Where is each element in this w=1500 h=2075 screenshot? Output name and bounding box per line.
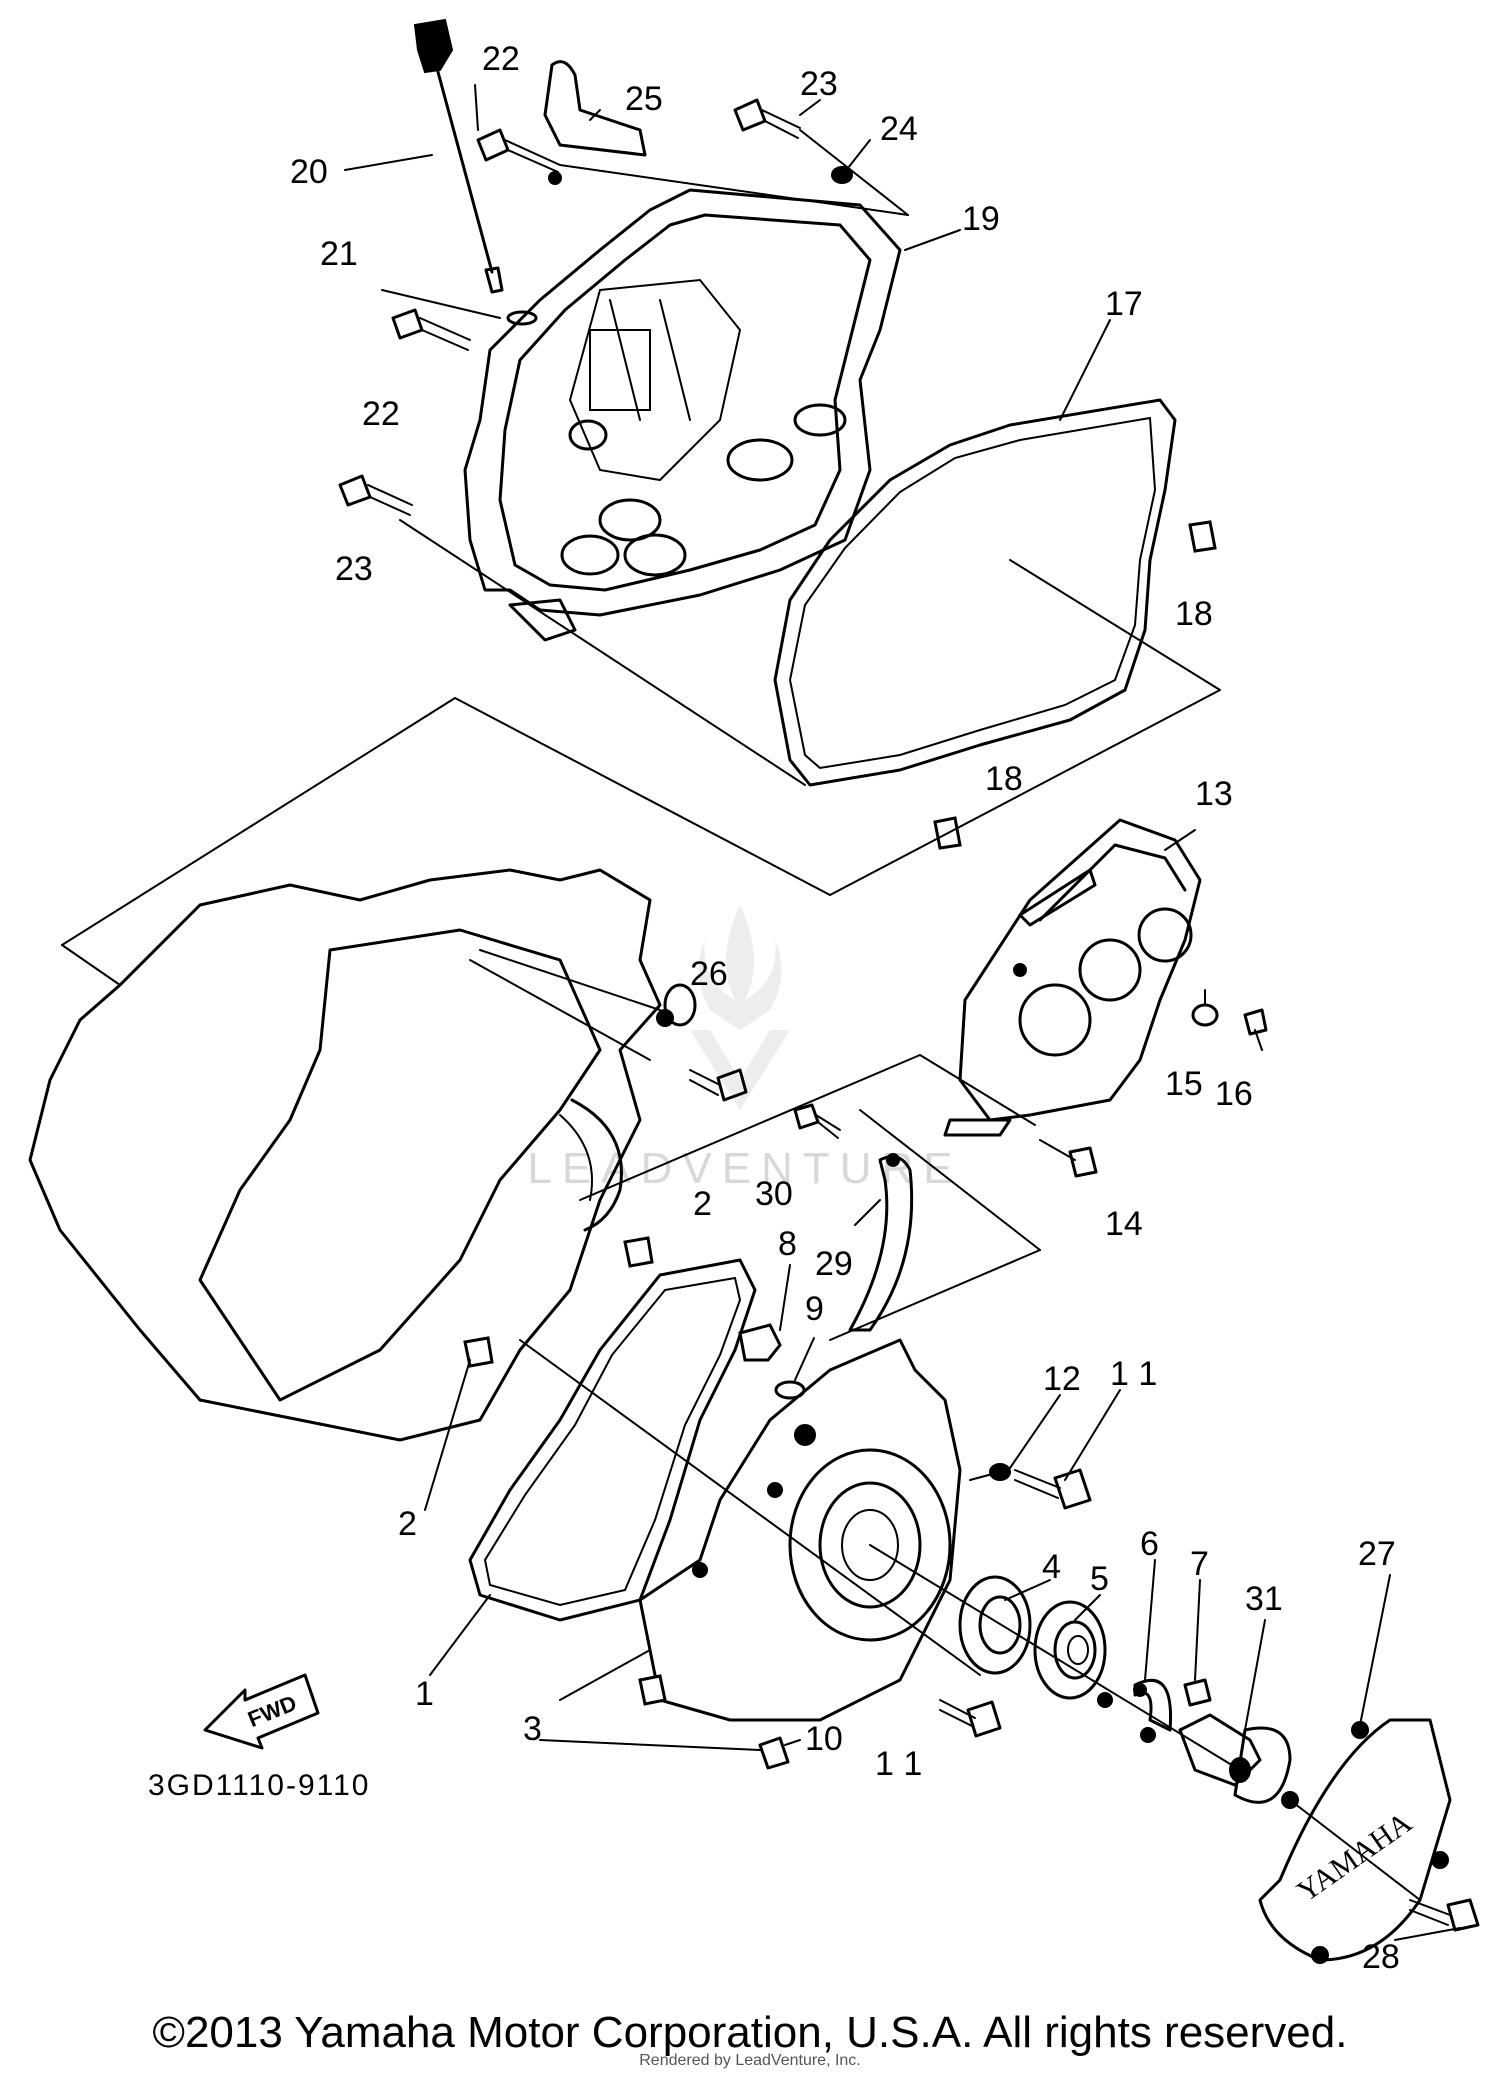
dowel-pin <box>1188 520 1217 553</box>
leader-lines <box>539 1471 1421 1901</box>
part-label-4: 4 <box>1042 1548 1061 1586</box>
cover-gasket <box>773 398 1177 787</box>
part-label-24: 24 <box>880 110 918 148</box>
crankcase-cover-right <box>463 188 902 642</box>
diagram-code: 3GD1110-9110 <box>148 1769 370 1802</box>
shift-shaft-housing <box>1178 1713 1292 1804</box>
part-label-22: 22 <box>482 40 520 78</box>
part-label-10: 10 <box>805 1720 843 1758</box>
part-label-8: 8 <box>778 1225 797 1263</box>
bolt <box>758 1736 801 1770</box>
drive-sprocket-cover <box>943 818 1202 1137</box>
watermark-logo <box>690 905 790 1110</box>
part-label-9: 9 <box>805 1290 824 1328</box>
part-label-25: 25 <box>625 80 663 118</box>
part-label-19: 19 <box>962 200 1000 238</box>
crankcase-cover-left <box>638 1338 962 1722</box>
bolt <box>338 474 413 516</box>
dowel-pin <box>638 1674 667 1706</box>
bolt <box>793 1103 841 1139</box>
oil-dipstick <box>413 18 504 294</box>
dowel-pin <box>463 1336 494 1368</box>
bolt <box>1039 1139 1098 1178</box>
oil-seal <box>1033 1600 1107 1700</box>
part-label-13: 13 <box>1195 775 1233 813</box>
part-label-6: 6 <box>1140 1525 1159 1563</box>
part-label-18: 18 <box>985 760 1023 798</box>
label-leaders <box>344 84 1461 1941</box>
retainer-plate <box>1097 1678 1173 1743</box>
washer <box>831 166 853 184</box>
part-label-12: 12 <box>1043 1360 1081 1398</box>
fwd-arrow: FWD <box>203 1673 320 1750</box>
part-label-28: 28 <box>1362 1938 1400 1976</box>
clutch-cable-holder <box>848 1153 914 1332</box>
washer <box>1191 1003 1219 1027</box>
bolt <box>939 1699 1002 1738</box>
part-label-16: 16 <box>1215 1075 1253 1113</box>
leader-lines <box>61 129 1221 986</box>
exploded-parts-diagram: LEADVENTURE <box>28 18 1480 1976</box>
cable-bracket <box>543 60 647 185</box>
part-label-27: 27 <box>1358 1535 1396 1573</box>
part-label-22: 22 <box>362 395 400 433</box>
part-label-20: 20 <box>290 153 328 191</box>
copyright-notice: ©2013 Yamaha Motor Corporation, U.S.A. A… <box>152 2008 1348 2057</box>
part-label-3: 3 <box>523 1710 542 1748</box>
bolt <box>689 1068 748 1102</box>
part-label-31: 31 <box>1245 1580 1283 1618</box>
bearing <box>958 1575 1032 1675</box>
lower-cover-gasket <box>468 1258 757 1622</box>
part-label-11: 1 1 <box>875 1745 922 1783</box>
part-label-26: 26 <box>690 955 728 993</box>
part-label-29: 29 <box>815 1245 853 1283</box>
part-labels: 20 22 25 23 24 19 21 17 22 23 18 18 13 2… <box>290 40 1400 1976</box>
bolt <box>1243 1008 1268 1051</box>
part-label-18: 18 <box>1175 595 1213 633</box>
part-label-30: 30 <box>755 1175 793 1213</box>
dowel-pin <box>623 1236 654 1268</box>
o-ring <box>506 310 538 326</box>
part-label-2: 2 <box>693 1185 712 1223</box>
part-label-7: 7 <box>1190 1545 1209 1583</box>
bolt <box>1409 1898 1480 1932</box>
bolt <box>1014 1468 1092 1510</box>
drain-plug <box>738 1323 782 1362</box>
part-label-17: 17 <box>1105 285 1143 323</box>
part-label-5: 5 <box>1090 1560 1109 1598</box>
bolt <box>391 308 471 351</box>
rendered-by-notice: Rendered by LeadVenture, Inc. <box>639 2052 861 2069</box>
crankcase-outline <box>28 868 662 1442</box>
bolt <box>476 128 561 173</box>
cover-logo: YAMAHA <box>1291 1806 1418 1909</box>
part-label-14: 14 <box>1105 1205 1143 1243</box>
part-label-11: 1 1 <box>1110 1355 1157 1393</box>
part-label-23: 23 <box>800 65 838 103</box>
leader-lines <box>479 949 1041 1676</box>
part-label-15: 15 <box>1165 1065 1203 1103</box>
bolt <box>1183 1678 1212 1707</box>
part-label-23: 23 <box>335 550 373 588</box>
part-label-21: 21 <box>320 235 358 273</box>
bolt <box>733 98 801 139</box>
part-label-2: 2 <box>398 1505 417 1543</box>
part-label-1: 1 <box>415 1675 434 1713</box>
